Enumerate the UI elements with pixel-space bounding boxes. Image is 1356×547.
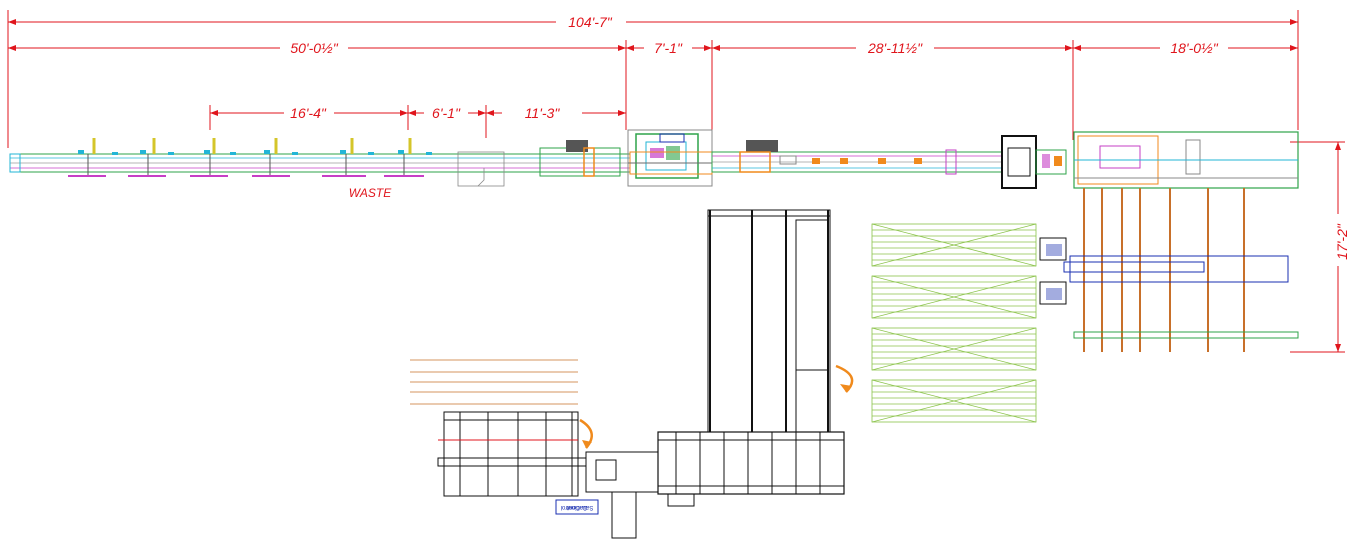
sorter-rails xyxy=(1039,188,1299,352)
section-3-dim-label: 28'-11½" xyxy=(867,40,923,56)
depth-dim-label: 17'-2" xyxy=(1334,223,1350,260)
waste-label: WASTE xyxy=(349,186,392,200)
saw-control-cabinet xyxy=(555,499,599,515)
span-b-dim-label: 6'-1" xyxy=(432,105,461,121)
dimension-lines: 104'-7" 50'-0½" 7'-1" 28'-11½" 18'-0½" xyxy=(7,10,1352,353)
cabinet-label-line2: Cabinet xyxy=(566,504,587,510)
lumber-stacks xyxy=(871,223,1037,423)
stacker-unit: Saw Control Cabinet xyxy=(410,359,659,539)
section-2-dim-label: 7'-1" xyxy=(654,40,683,56)
overall-dim-label: 104'-7" xyxy=(568,14,612,30)
saw-machine xyxy=(627,129,713,187)
outfeed-machine xyxy=(1073,131,1299,189)
cabinet-label-line1: Saw Control xyxy=(561,504,594,510)
outfeed-dim-label: 18'-0½" xyxy=(1170,40,1218,56)
infeed-dim-label: 50'-0½" xyxy=(290,40,338,56)
waste-span-dim-label: 16'-4" xyxy=(290,105,327,121)
waste-stations xyxy=(68,138,432,177)
span-c-dim-label: 11'-3" xyxy=(525,105,561,121)
rack-frame xyxy=(657,209,845,507)
main-conveyor: WASTE xyxy=(9,129,1299,200)
